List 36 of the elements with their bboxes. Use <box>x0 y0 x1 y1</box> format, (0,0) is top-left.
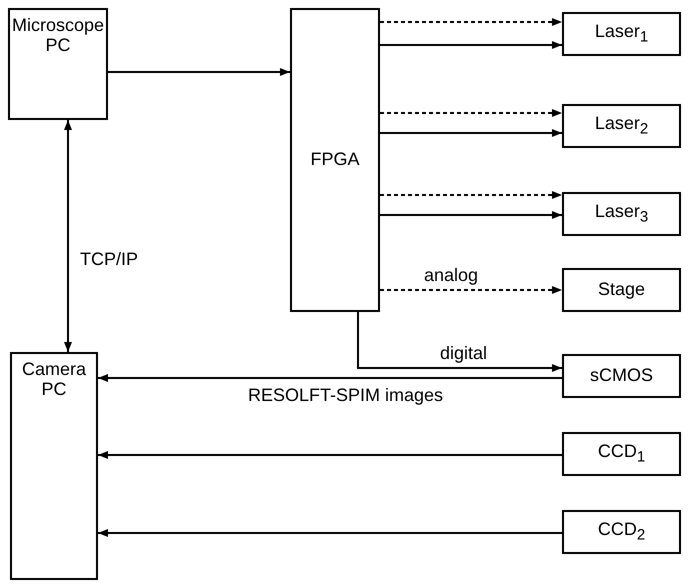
process-box <box>562 510 681 554</box>
node-label: Camera PC <box>20 360 88 400</box>
arrow <box>98 374 562 382</box>
process-box <box>562 192 681 236</box>
arrow <box>108 68 290 76</box>
arrow <box>380 129 562 137</box>
node-label: Laser$_{1}$ <box>594 22 648 46</box>
process-box <box>290 8 380 312</box>
arrow <box>357 312 562 372</box>
node-label: Laser$_{3}$ <box>594 202 648 226</box>
node-label: FPGA <box>310 150 360 170</box>
arrow <box>380 211 562 219</box>
process-box <box>562 354 681 398</box>
arrow <box>64 120 72 352</box>
node-label: sCMOS <box>590 366 653 386</box>
edge-label: analog <box>424 266 478 286</box>
arrow <box>380 109 562 117</box>
process-box <box>562 268 681 312</box>
arrow <box>380 41 562 49</box>
arrow <box>380 18 562 26</box>
arrow <box>380 191 562 199</box>
arrow <box>98 451 562 459</box>
node-label: Microscope PC <box>10 16 106 56</box>
process-box <box>562 432 681 476</box>
node-label: CCD$_{1}$ <box>598 442 646 466</box>
arrow <box>380 286 562 294</box>
edge-label: RESOLFT-SPIM images <box>248 386 444 406</box>
node-label: Laser$_{2}$ <box>594 114 648 138</box>
edge-label: digital <box>440 344 488 364</box>
process-box <box>8 8 108 120</box>
node-label: CCD$_{2}$ <box>598 520 646 544</box>
process-box <box>562 104 681 148</box>
node-label: Stage <box>598 280 646 300</box>
process-box <box>10 352 98 580</box>
process-box <box>562 12 681 56</box>
arrow <box>98 529 562 537</box>
